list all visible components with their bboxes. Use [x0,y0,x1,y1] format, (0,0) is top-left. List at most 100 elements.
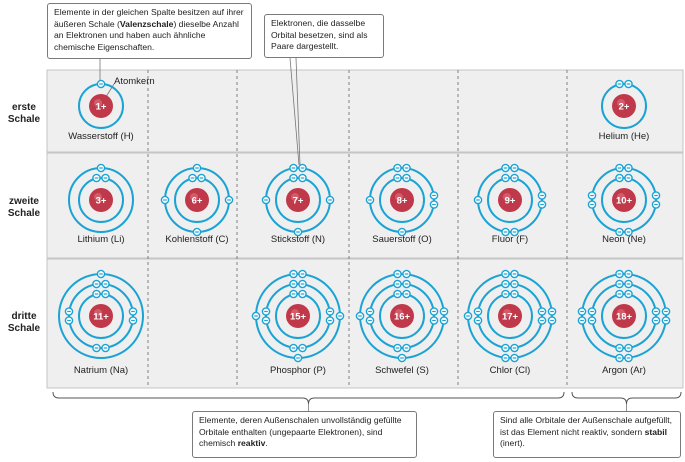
element-label: Kohlenstoff (C) [165,234,229,245]
callout-pointer-line [289,57,300,166]
electron [661,307,671,316]
electron [128,307,138,316]
electron-shell [581,273,667,359]
nucleus-highlight [617,99,625,107]
row-label-third-shell: dritte Schale [0,311,48,335]
electron-shell [265,283,331,349]
atom-kohlenstoff: 6+ [160,163,234,237]
electron [393,269,402,279]
electron [473,316,483,325]
electron [624,269,633,279]
electron [393,289,402,299]
electron [192,163,202,173]
electron [393,279,402,289]
element-label: Schwefel (S) [375,365,429,376]
electron [365,195,375,205]
electron-shell [78,293,124,339]
electron [101,343,110,353]
electron [624,289,633,299]
nucleus [89,94,113,118]
electron [293,227,303,237]
nucleus-highlight [291,309,299,317]
nucleus-highlight [503,309,511,317]
electron [289,173,298,183]
nucleus [612,94,636,118]
atom-fluor: 9+ [473,163,547,237]
element-label: Natrium (Na) [73,365,129,376]
electron [335,311,345,321]
electron [64,307,74,316]
electron [587,316,597,325]
atom-natrium: 11+ [58,269,144,359]
element-label: Argon (Ar) [602,365,646,376]
nucleus-highlight [617,193,625,201]
electron [537,307,547,316]
electron-shell [591,283,657,349]
electron-shell [591,167,657,233]
electron [615,279,624,289]
electron [587,307,597,316]
electron-shell [379,177,425,223]
nucleus [498,304,522,328]
callout-text: (inert). [500,438,525,448]
electron [96,79,106,89]
electron [298,279,307,289]
callout-bold-term: Valenzschale [119,18,174,29]
electron-shell [601,83,647,129]
nucleus [89,304,113,328]
nucleus-charge: 9+ [505,196,516,207]
electron [661,316,671,325]
electron [439,316,449,325]
element-label: Chlor (Cl) [489,365,531,376]
electron [393,163,402,173]
element-label: Phosphor (P) [270,365,326,376]
electron-shell [487,177,533,223]
callout-bold-term: reaktiv [237,438,266,448]
electron-shell [601,177,647,223]
nucleus-charge: 15+ [290,312,307,323]
atom-schwefel: 16+ [355,269,449,363]
electron [587,200,597,209]
nucleus [185,188,209,212]
electron-shell [275,293,321,339]
electron [289,343,298,353]
electron [298,343,307,353]
electron [510,163,519,173]
electron-shell [174,177,220,223]
electron [651,200,661,209]
callout-valence-shell: Elemente in der gleichen Spalte besitzen… [47,3,252,59]
electron [624,279,633,289]
electron [615,269,624,279]
nucleus-highlight [190,193,198,201]
nucleus-highlight [503,193,511,201]
element-label: Helium (He) [598,131,650,142]
electron [501,173,510,183]
electron [402,163,411,173]
row-label-first-shell: erste Schale [0,102,48,126]
electron [355,311,365,321]
nucleus [286,188,310,212]
brace-stable [571,391,682,405]
electron [298,289,307,299]
callout-text: Elemente, deren Außenschalen unvollständ… [199,415,402,448]
nucleus-highlight [395,193,403,201]
element-label: Neon (Ne) [602,234,646,245]
element-label: Wasserstoff (H) [68,131,134,142]
electron [615,343,624,353]
electron [510,279,519,289]
electron [577,307,587,316]
electron [587,191,597,200]
electron [293,353,303,363]
atom-sauerstoff: 8+ [365,163,439,237]
electron [92,279,101,289]
electron [501,289,510,299]
electron [402,343,411,353]
electron [128,316,138,325]
row-label-line1: erste [12,102,36,113]
callout-bold-term: stabil [644,426,668,437]
electron-shell [275,177,321,223]
electron [402,269,411,279]
electron [463,311,473,321]
nucleus [286,304,310,328]
